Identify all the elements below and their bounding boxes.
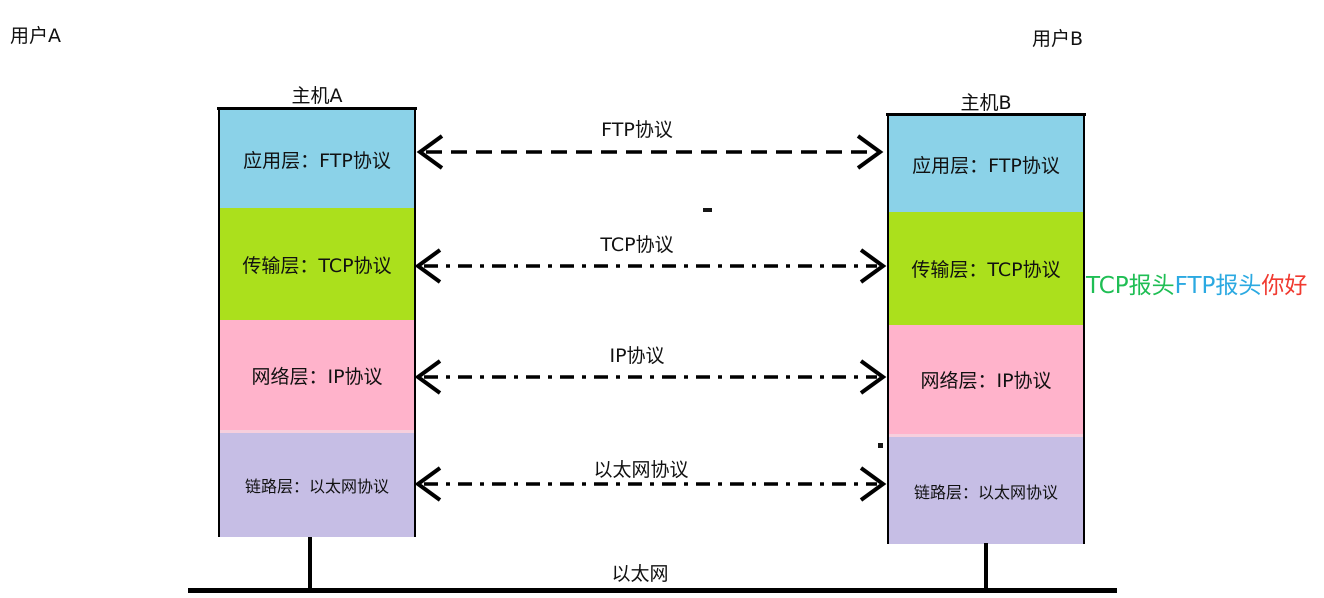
host-b-title: 主机B: [960, 92, 1012, 114]
host-b-top-line: [886, 113, 1086, 116]
ethernet-bus-label: 以太网: [611, 563, 669, 585]
host-b-bus-connector: [984, 543, 988, 589]
user-a-label: 用户A: [10, 25, 61, 47]
ftp-header-text: FTP报头: [1174, 273, 1262, 299]
host-b-application-layer: 应用层：FTP协议: [889, 116, 1083, 212]
host-a-top-line: [217, 107, 417, 110]
ethernet-protocol-arrow-label: 以太网协议: [593, 459, 689, 481]
tcp-header-text: TCP报头: [1086, 273, 1175, 299]
host-a-title: 主机A: [291, 85, 343, 107]
host-a-layer-divider: [220, 430, 414, 433]
stray-dot-mark: [878, 443, 883, 448]
payload-text: 你好: [1261, 273, 1308, 299]
host-b-stack: 应用层：FTP协议 传输层：TCP协议 网络层：IP协议 链路层：以太网协议: [887, 116, 1085, 544]
encapsulation-text: TCP报头FTP报头你好: [1086, 266, 1307, 300]
host-a-link-layer: 链路层：以太网协议: [220, 433, 414, 537]
stray-dash-mark: [703, 208, 712, 212]
host-a-network-layer: 网络层：IP协议: [220, 320, 414, 430]
ip-protocol-arrow-label: IP协议: [609, 345, 665, 367]
host-a-bus-connector: [308, 537, 312, 589]
host-a-application-layer: 应用层：FTP协议: [220, 110, 414, 208]
tcp-protocol-arrow-label: TCP协议: [600, 234, 674, 256]
host-b-layer-divider: [889, 434, 1083, 437]
user-b-label: 用户B: [1032, 28, 1084, 50]
host-b-network-layer: 网络层：IP协议: [889, 325, 1083, 434]
ethernet-bus-line: [188, 588, 1117, 593]
host-b-transport-layer: 传输层：TCP协议: [889, 212, 1083, 325]
host-a-stack: 应用层：FTP协议 传输层：TCP协议 网络层：IP协议 链路层：以太网协议: [218, 110, 416, 537]
ftp-protocol-arrow-label: FTP协议: [601, 119, 673, 141]
host-b-link-layer: 链路层：以太网协议: [889, 437, 1083, 544]
host-a-transport-layer: 传输层：TCP协议: [220, 208, 414, 320]
